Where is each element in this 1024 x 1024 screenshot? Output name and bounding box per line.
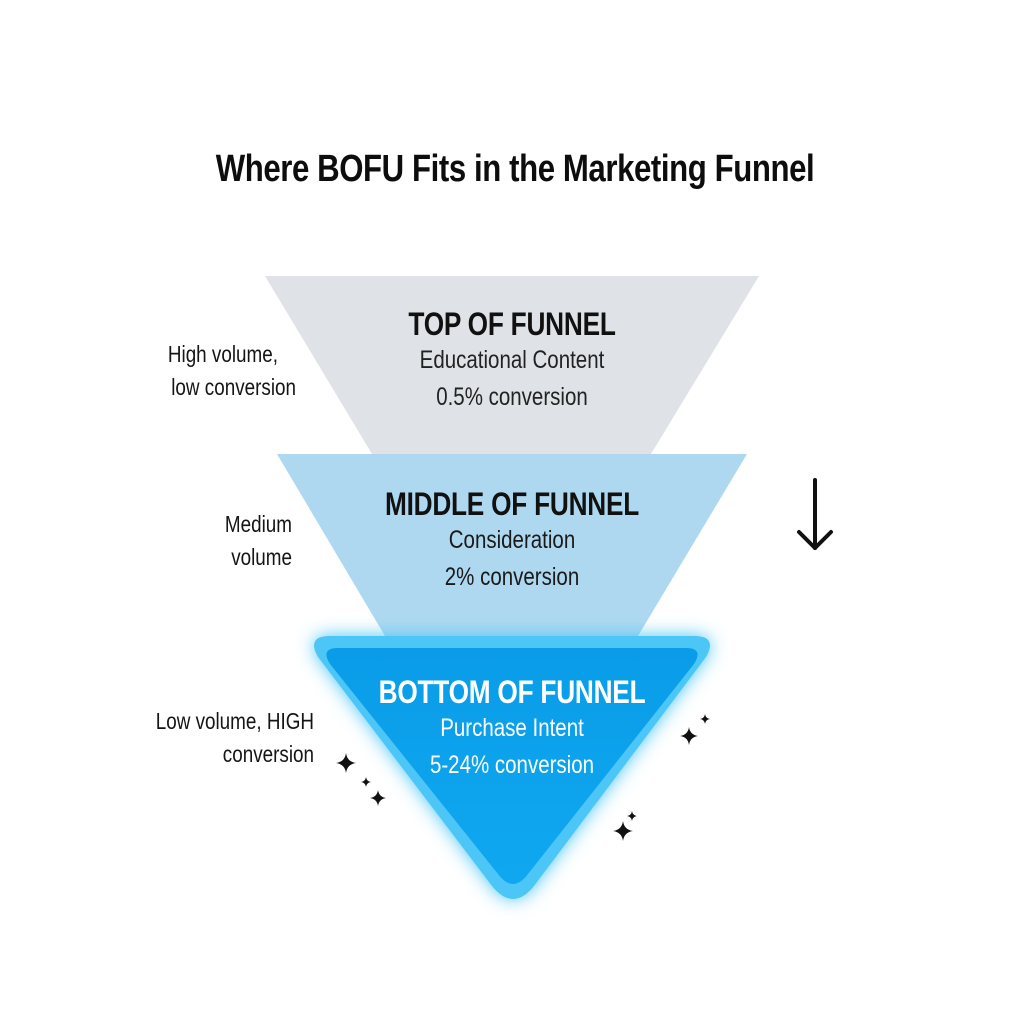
- side-label-top-line2: low conversion: [171, 374, 296, 400]
- funnel-stage-bottom: [326, 648, 698, 884]
- sparkle-icon: [627, 811, 637, 821]
- stage-middle-name: MIDDLE OF FUNNEL: [384, 486, 640, 522]
- side-label-top-line1: High volume,: [167, 341, 278, 367]
- sparkle-icon: [370, 790, 386, 806]
- funnel-stage-middle: [277, 454, 747, 636]
- side-label-middle-line2: volume: [231, 544, 292, 570]
- sparkle-icon: [361, 777, 371, 787]
- stage-bottom-content: Purchase Intent: [440, 714, 584, 742]
- stage-middle-content: Consideration: [448, 526, 576, 554]
- stage-middle-text: MIDDLE OF FUNNEL Consideration 2% conver…: [363, 486, 661, 596]
- arrow-down-icon: [797, 478, 833, 550]
- side-label-top: High volume, low conversion: [140, 338, 296, 404]
- diagram-title: Where BOFU Fits in the Marketing Funnel: [215, 148, 815, 190]
- stage-top-text: TOP OF FUNNEL Educational Content 0.5% c…: [363, 306, 661, 416]
- stage-bottom-text: BOTTOM OF FUNNEL Purchase Intent 5-24% c…: [363, 674, 661, 784]
- funnel-stage-top: [265, 276, 759, 454]
- sparkle-icon: [613, 821, 633, 841]
- side-label-bottom-line2: conversion: [222, 741, 314, 767]
- stage-bottom-conversion: 5-24% conversion: [429, 751, 595, 779]
- stage-top-content: Educational Content: [419, 346, 605, 374]
- sparkle-icon: [680, 727, 698, 745]
- side-label-middle-line1: Medium: [224, 511, 292, 537]
- sparkle-icon: [336, 753, 356, 773]
- stage-top-conversion: 0.5% conversion: [436, 383, 588, 411]
- sparkle-icon: [700, 714, 710, 724]
- side-label-bottom-line1: Low volume, HIGH: [155, 708, 314, 734]
- stage-bottom-name: BOTTOM OF FUNNEL: [378, 674, 646, 710]
- side-label-middle: Medium volume: [167, 508, 292, 574]
- side-label-bottom: Low volume, HIGH conversion: [139, 705, 314, 771]
- stage-top-name: TOP OF FUNNEL: [408, 306, 616, 342]
- stage-middle-conversion: 2% conversion: [444, 563, 580, 591]
